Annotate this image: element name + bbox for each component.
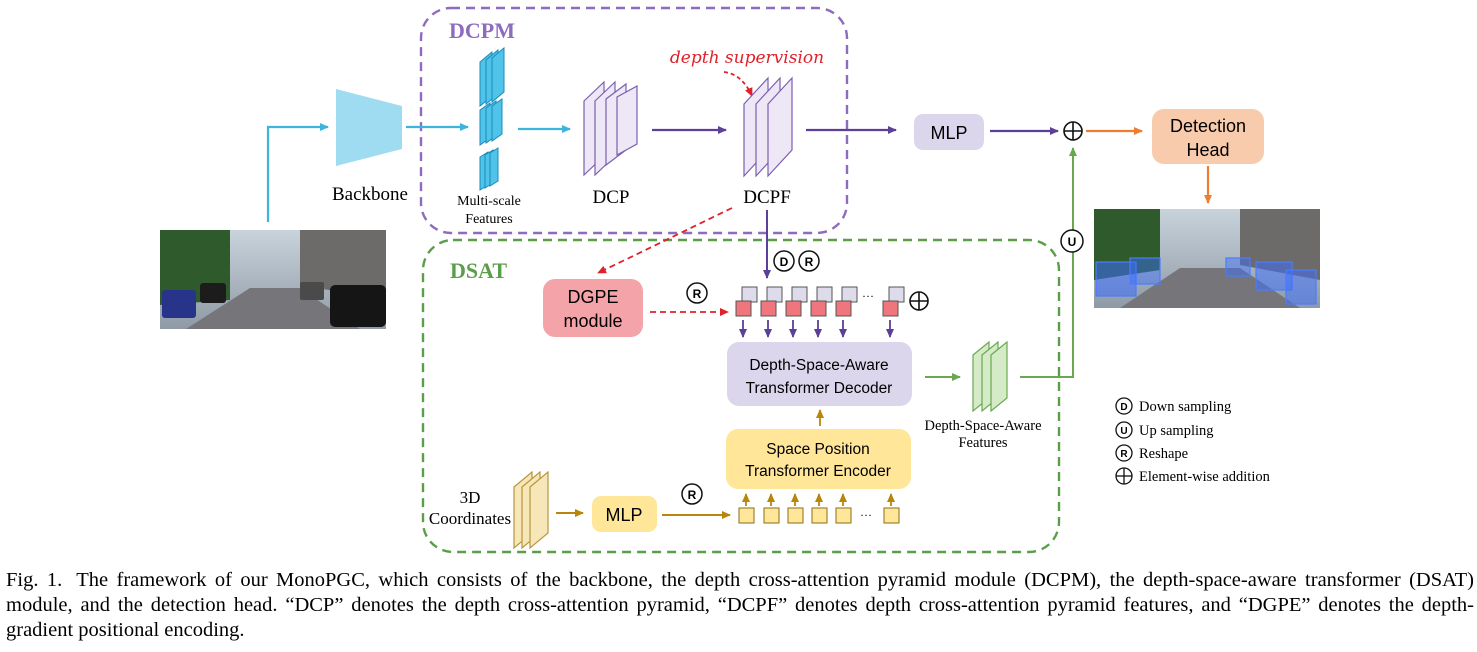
dsa-features-label-line2: Features xyxy=(958,435,1007,451)
down-sampling-symbol: D xyxy=(773,250,795,272)
dcp-label: DCP xyxy=(593,187,630,208)
reshape-symbol-top: R xyxy=(798,250,820,272)
token-ellipsis-top: ··· xyxy=(862,289,874,303)
svg-text:Up sampling: Up sampling xyxy=(1139,423,1214,439)
figure-caption: Fig. 1.The framework of our MonoPGC, whi… xyxy=(6,568,1474,643)
svg-text:D: D xyxy=(780,255,789,269)
tokens-to-encoder-arrows xyxy=(742,493,895,506)
detection-head-line1: Detection xyxy=(1170,116,1246,136)
tokens-to-decoder-arrows xyxy=(739,320,894,338)
legend-item-addition: Element-wise addition xyxy=(1115,467,1271,485)
transformer-encoder-box xyxy=(726,429,911,489)
svg-text:U: U xyxy=(1120,426,1127,437)
svg-text:R: R xyxy=(805,255,814,269)
reshape-symbol-dgpe: R xyxy=(686,282,708,304)
dsa-features-label-line1: Depth-Space-Aware xyxy=(924,418,1041,434)
mlp-top-box xyxy=(914,114,984,150)
legend-item-reshape: R Reshape xyxy=(1115,444,1188,462)
arrow-input-to-backbone xyxy=(266,123,329,222)
legend-item-down: D Down sampling xyxy=(1115,397,1231,415)
dcp-feature-stack xyxy=(583,80,638,177)
output-image xyxy=(1094,209,1320,308)
multiscale-features xyxy=(479,46,505,191)
dcpm-title: DCPM xyxy=(449,18,515,43)
detection-head-line2: Head xyxy=(1186,140,1229,160)
multiscale-label-line2: Features xyxy=(465,212,512,227)
arrow-features-to-plus xyxy=(1020,147,1077,378)
svg-text:Reshape: Reshape xyxy=(1139,446,1188,462)
svg-text:Down sampling: Down sampling xyxy=(1139,399,1231,415)
mlp-top-label: MLP xyxy=(930,123,967,143)
dsat-title: DSAT xyxy=(450,258,507,283)
dcpf-feature-stack xyxy=(743,76,793,178)
figure-label: Fig. 1. xyxy=(6,569,63,591)
encoder-label-line2: Transformer Encoder xyxy=(745,463,891,480)
encoder-label-line1: Space Position xyxy=(766,441,869,458)
svg-text:R: R xyxy=(693,287,702,301)
arrow-depth-supervision xyxy=(723,71,753,97)
arrow-dcpf-to-dgpe xyxy=(597,207,733,274)
dgpe-label-line2: module xyxy=(563,311,622,331)
depth-space-aware-features xyxy=(972,340,1008,413)
svg-text:D: D xyxy=(1120,402,1127,413)
svg-text:R: R xyxy=(688,488,697,502)
multiscale-label-line1: Multi-scale xyxy=(457,194,521,209)
mlp-bottom-box xyxy=(592,496,657,532)
detection-head-box xyxy=(1152,109,1264,164)
element-wise-addition-tokens xyxy=(909,291,929,311)
dgpe-label-line1: DGPE xyxy=(567,287,618,307)
depth-supervision-label: depth supervision xyxy=(670,48,824,68)
query-token-row: ··· xyxy=(735,286,905,317)
svg-text:U: U xyxy=(1068,235,1077,249)
coordinate-token-row xyxy=(738,507,900,524)
decoder-label-line2: Transformer Decoder xyxy=(746,380,893,397)
coordinates-feature-stack xyxy=(513,470,549,550)
transformer-decoder-box xyxy=(727,342,912,406)
legend-item-up: U Up sampling xyxy=(1115,421,1214,439)
coords-label-line1: 3D xyxy=(460,488,481,507)
token-ellipsis-bottom: ··· xyxy=(860,508,872,522)
dsat-module-border xyxy=(421,238,1061,554)
reshape-symbol-bottom: R xyxy=(681,483,703,505)
svg-text:R: R xyxy=(1120,449,1128,460)
dcpf-label: DCPF xyxy=(743,187,791,208)
dgpe-module-box xyxy=(543,279,643,337)
dcpm-module-border xyxy=(419,6,849,235)
coords-label-line2: Coordinates xyxy=(429,509,511,528)
element-wise-addition-top xyxy=(1063,121,1083,141)
svg-text:Element-wise addition: Element-wise addition xyxy=(1139,469,1271,485)
legend: D Down sampling U Up sampling R Reshape … xyxy=(1115,397,1271,485)
input-image xyxy=(160,230,386,329)
figure-caption-text: The framework of our MonoPGC, which cons… xyxy=(6,569,1474,641)
backbone-label: Backbone xyxy=(332,184,408,205)
decoder-label-line1: Depth-Space-Aware xyxy=(749,357,888,374)
up-sampling-symbol: U xyxy=(1060,229,1084,253)
backbone-block xyxy=(336,89,402,166)
mlp-bottom-label: MLP xyxy=(605,505,642,525)
